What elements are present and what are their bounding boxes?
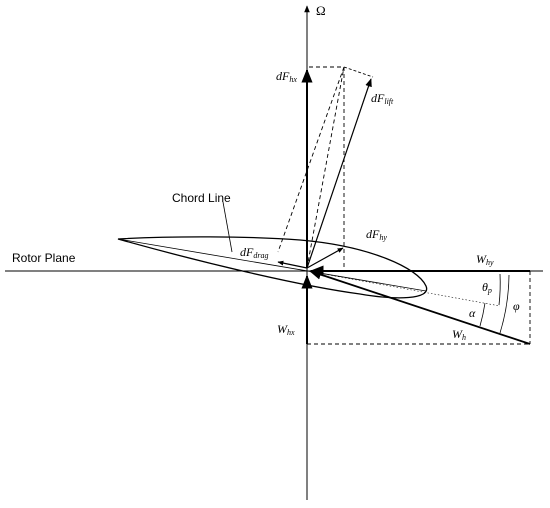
dFdrag-label: dFdrag (240, 245, 268, 260)
Whx-label: Whx (277, 322, 295, 337)
chord-line-leader (222, 201, 233, 253)
velocity-Wh-vector (308, 269, 531, 345)
alpha-arc (479, 302, 486, 327)
force-dFlift-vector (306, 78, 372, 269)
Wh-label: Wh (452, 327, 466, 342)
chord-line-label: Chord Line (172, 191, 231, 205)
Why-label: Why (476, 252, 494, 267)
phi-label: φ (513, 299, 520, 313)
force-dFhy-vector (306, 247, 344, 269)
phi-arc (499, 274, 510, 334)
lift-parallel-dashed (343, 66, 374, 78)
theta-p-label: θp (482, 280, 492, 295)
omega-label: Ω (316, 3, 326, 18)
rotor-plane-label: Rotor Plane (12, 251, 76, 265)
dFlift-label: dFlift (371, 91, 394, 106)
force-resultant-dashed (306, 66, 345, 269)
airfoil-profile (117, 236, 428, 299)
force-dFdrag-vector (277, 260, 308, 269)
theta-p-arc (498, 273, 501, 306)
dFhx-label: dFhx (276, 69, 297, 84)
alpha-label: α (469, 306, 476, 320)
pitch-reference-line (306, 270, 501, 307)
dFhy-label: dFhy (366, 227, 387, 242)
chord-line (117, 238, 427, 292)
drag-parallel-dashed (277, 66, 345, 253)
